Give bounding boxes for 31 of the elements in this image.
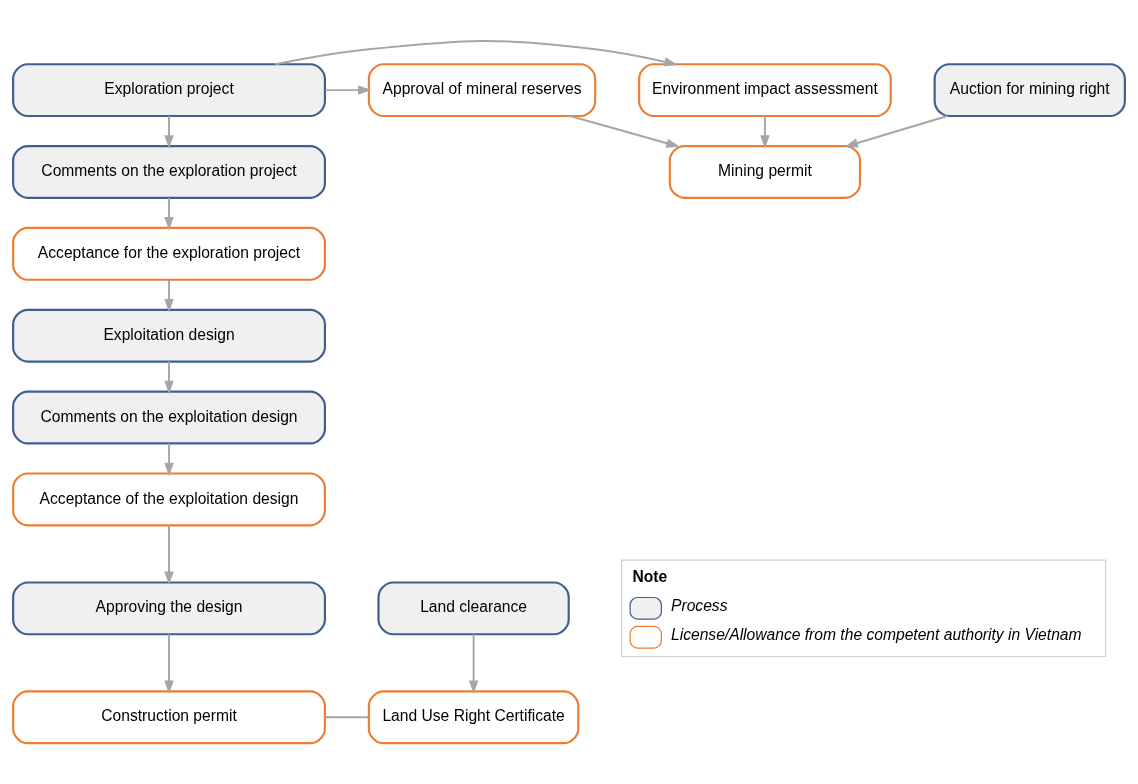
arrow — [844, 115, 949, 148]
node-box: Construction permit — [12, 690, 326, 745]
node-box: Auction for mining right — [933, 63, 1126, 118]
arrow — [164, 360, 174, 395]
node-box: Mining permit — [668, 145, 862, 199]
arrow — [164, 196, 174, 231]
arrow — [468, 633, 479, 695]
node-box: Land clearance — [377, 581, 570, 636]
legend-label: License/Allowance from the competent authority in Vietnam — [671, 626, 1082, 644]
legend-label: Process — [671, 597, 728, 615]
node-box: Exploration project — [12, 63, 326, 118]
node-box: Exploitation design — [12, 308, 326, 363]
arrow — [164, 115, 174, 149]
arrow — [164, 524, 174, 586]
node-box: Approving the design — [12, 581, 326, 636]
connector — [324, 716, 370, 719]
arrow — [324, 85, 372, 95]
label: Note — [632, 568, 668, 586]
arrow — [164, 633, 174, 695]
node-box: Comments on the exploitation design — [12, 390, 326, 445]
node-box: Land Use Right Certificate — [367, 690, 580, 745]
arrow — [274, 39, 678, 67]
node-box: Environment impact assessment — [638, 63, 892, 118]
arrow — [164, 442, 174, 477]
node-box: Acceptance of the exploitation design — [12, 472, 326, 527]
node-box: Acceptance for the exploration project — [12, 226, 326, 281]
arrow — [760, 115, 770, 149]
arrow — [569, 115, 680, 148]
node-box: Approval of mineral reserves — [367, 63, 597, 118]
node-box: Comments on the exploration project — [12, 145, 326, 199]
arrow — [164, 278, 174, 313]
